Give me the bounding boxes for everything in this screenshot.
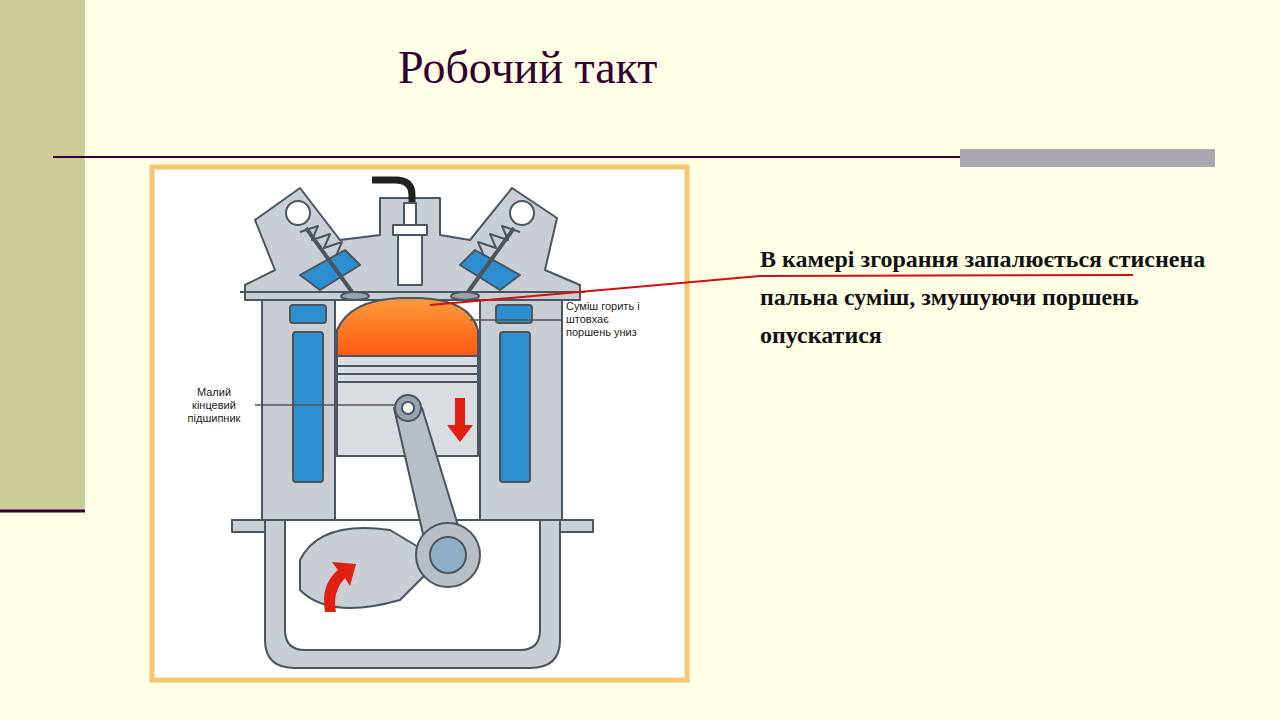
- valve-rocker: [510, 201, 534, 225]
- piston-ring: [337, 373, 478, 375]
- rotation-arrow: [324, 562, 356, 612]
- head-gasket: [240, 291, 585, 293]
- valve-stem: [306, 228, 352, 292]
- cylinder-bore: [335, 298, 480, 520]
- valve-head: [341, 292, 369, 300]
- spark-plug: [398, 235, 422, 285]
- leader-line: [255, 404, 395, 406]
- accent-bar: [960, 149, 1215, 167]
- slide-title: Робочий такт: [398, 40, 657, 95]
- spark-plug-hex: [393, 225, 427, 235]
- explanation-text: В камері згорання запалюється стиснена п…: [760, 240, 1208, 354]
- spark-plug-terminal: [404, 203, 416, 225]
- valve-stem: [468, 228, 514, 292]
- cylinder-head: [245, 188, 580, 300]
- leader-line: [470, 319, 561, 321]
- valve-head: [451, 292, 479, 300]
- coolant-jacket: [290, 305, 326, 323]
- down-arrow: [447, 398, 473, 442]
- crankcase-cavity: [285, 515, 540, 650]
- head-coolant: [300, 250, 360, 290]
- head-coolant: [460, 250, 520, 290]
- crankcase: [265, 505, 560, 668]
- side-bar-rule: [0, 510, 85, 513]
- side-bar: [0, 0, 85, 510]
- engine-illustration: [232, 180, 593, 668]
- valve-rocker: [286, 201, 310, 225]
- piston-ring: [337, 381, 478, 383]
- crankcase-flange: [557, 520, 593, 532]
- burning-mixture: [337, 298, 478, 356]
- piston-pin: [395, 395, 421, 421]
- crankcase-flange: [232, 520, 268, 532]
- crank-journal: [430, 537, 466, 573]
- coolant-jacket: [293, 332, 323, 482]
- picture-frame: [152, 167, 687, 680]
- piston-ring: [337, 365, 478, 367]
- piston-pin-bore: [402, 402, 414, 414]
- big-end: [416, 523, 480, 587]
- callout-label: Малий кінцевий підшипник: [176, 386, 252, 425]
- ignition-wire: [372, 180, 412, 205]
- coolant-jacket: [500, 332, 530, 482]
- callout-label: Суміш горить і штовхає поршень униз: [566, 300, 652, 339]
